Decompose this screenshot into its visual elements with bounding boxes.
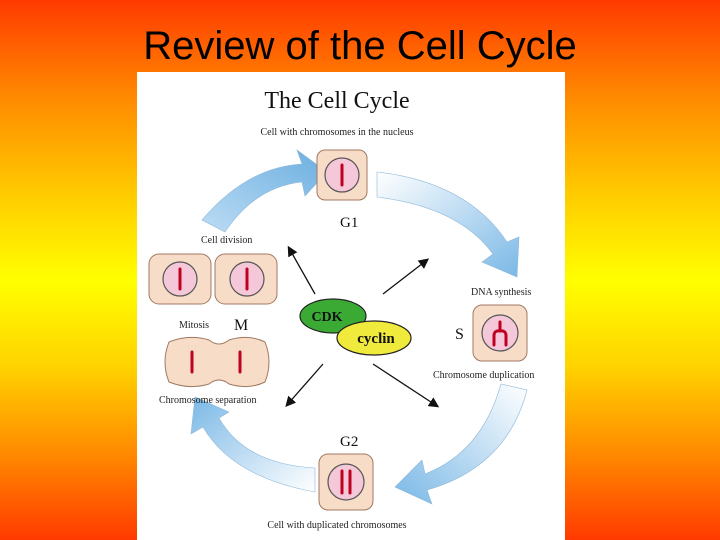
phase-g1-label: G1 [340, 215, 358, 231]
mitosis-label: Mitosis [179, 320, 209, 331]
cdk-shape [299, 298, 367, 334]
dna-synthesis-label: DNA synthesis [471, 287, 531, 298]
cdk-cyclin-complex: CDK cyclin [299, 298, 412, 356]
s-cell [472, 304, 528, 362]
g1-cell [316, 149, 368, 201]
cycle-arrow-top-right [376, 171, 520, 278]
cyclin-label: cyclin [357, 331, 395, 347]
cycle-arrow-top-left [201, 149, 328, 233]
chromosome-separation-label: Chromosome separation [159, 395, 256, 406]
cell-division-label: Cell division [201, 235, 252, 246]
phase-s-label: S [455, 326, 464, 343]
diagram-canvas: The Cell Cycle Cell with chromosomes in … [148, 88, 534, 531]
cell-cycle-diagram: The Cell Cycle Cell with chromosomes in … [137, 72, 565, 540]
cycle-arrow-bottom-left [190, 396, 316, 493]
chromosome-duplication-label: Chromosome duplication [433, 370, 534, 381]
caption-bottom: Cell with duplicated chromosomes [267, 520, 406, 531]
g2-cell [318, 453, 374, 511]
cycle-arrow-bottom-right [394, 383, 528, 505]
slide-title: Review of the Cell Cycle [143, 24, 577, 68]
regulatory-arrows [285, 245, 440, 408]
phase-m-label: M [234, 317, 248, 334]
diagram-title: The Cell Cycle [264, 88, 409, 114]
dividing-cell [164, 336, 270, 388]
caption-top: Cell with chromosomes in the nucleus [260, 127, 413, 138]
cdk-label: CDK [311, 310, 342, 325]
daughter-cells [148, 253, 278, 305]
phase-g2-label: G2 [340, 434, 358, 450]
cyclin-shape [336, 320, 412, 356]
